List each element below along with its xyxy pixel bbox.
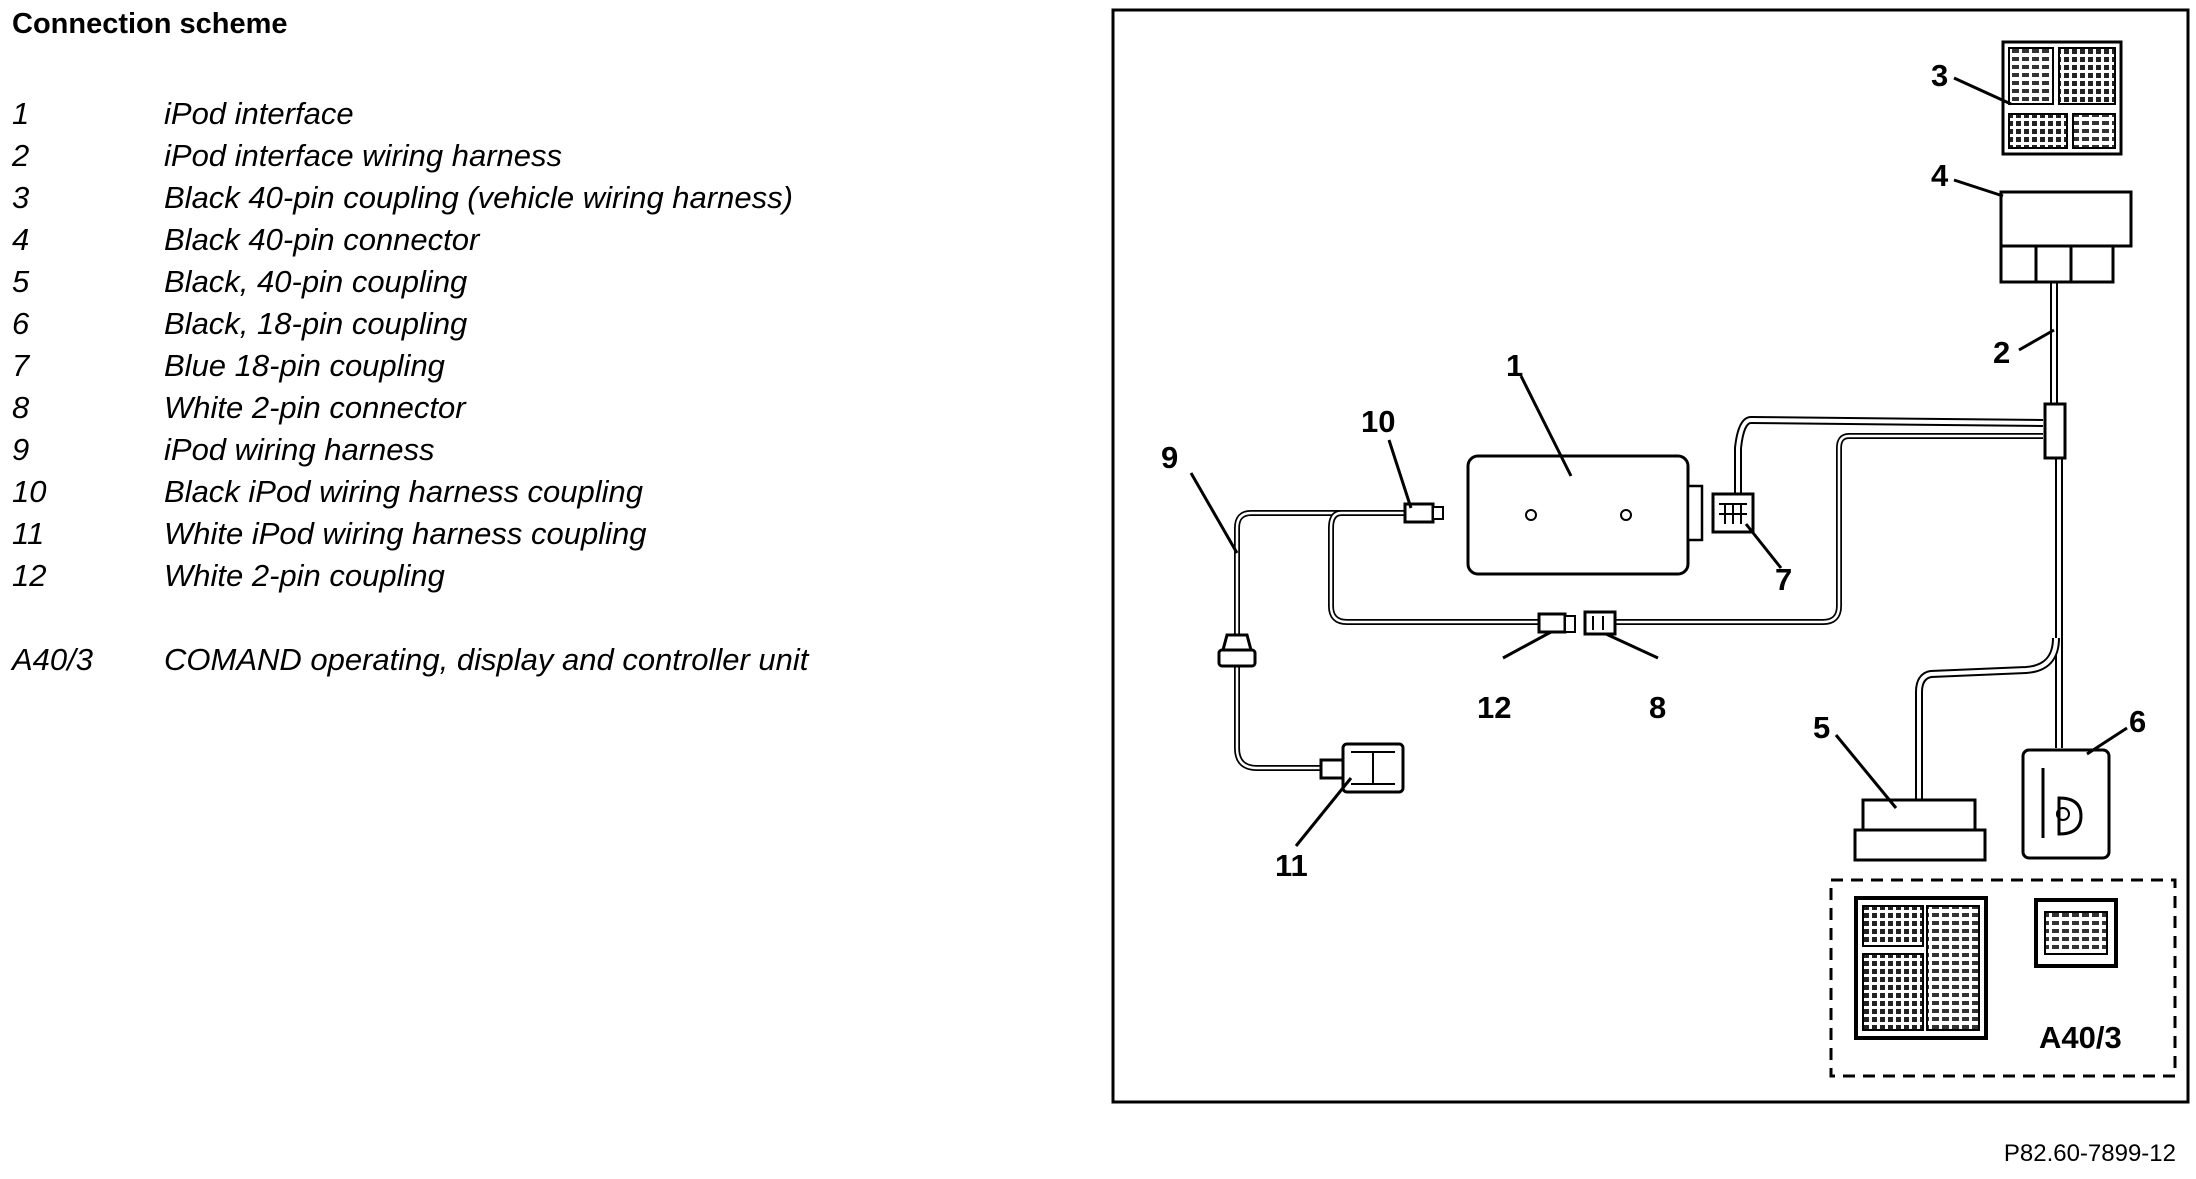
callout-9: 9 [1161,440,1178,475]
page-title: Connection scheme [12,8,288,40]
harness-2-junction [2043,402,2067,460]
callout-6: 6 [2129,704,2146,739]
callout-3: 3 [1931,58,1948,93]
vehicle-coupling-3 [2001,40,2123,156]
ipod-coupling-11 [1319,742,1405,794]
coupling-5 [1853,798,1987,862]
figure-code: P82.60-7899-12 [2003,1140,2176,1167]
legend-item-unit: A40/3 COMAND operating, display and contr… [12,642,808,684]
legend-number: 2 [12,138,30,173]
legend-number: A40/3 [12,642,94,677]
ipod-coupling-10 [1403,502,1444,524]
callout-11: 11 [1275,848,1308,883]
callout-labels: 1 2 3 4 5 6 7 8 9 10 11 12 [1161,58,2146,883]
legend-text: White 2-pin coupling [164,558,445,593]
ipod-interface [1466,454,1704,576]
comand-unit-a40-3: A40/3 [1829,878,2177,1078]
legend-item: 3 Black 40-pin coupling (vehicle wiring h… [12,180,808,222]
callout-5: 5 [1813,710,1830,745]
legend-text: Black, 40-pin coupling [164,264,468,299]
callout-12: 12 [1477,690,1511,725]
legend-list: 1 iPod interface 2 iPod interface wiring h… [12,96,808,684]
legend-text: Black 40-pin coupling (vehicle wiring ha… [164,180,793,215]
legend-text: iPod wiring harness [164,432,435,467]
legend-text: Black, 18-pin coupling [164,306,468,341]
callout-10: 10 [1361,404,1395,439]
legend-number: 10 [12,474,47,509]
legend-number: 7 [12,348,30,383]
legend-item: 6 Black, 18-pin coupling [12,306,808,348]
coupling-6 [2021,748,2111,860]
legend-item: 7 Blue 18-pin coupling [12,348,808,390]
legend-number: 4 [12,222,30,257]
legend-item: 12 White 2-pin coupling [12,558,808,600]
callout-1: 1 [1506,348,1523,383]
legend-text: Black 40-pin connector [164,222,480,257]
legend-number: 1 [12,96,30,131]
legend-number: 8 [12,390,30,425]
legend-text: COMAND operating, display and controller… [164,642,809,677]
legend-number: 5 [12,264,30,299]
legend-number: 9 [12,432,30,467]
connector-8 [1583,610,1617,636]
callout-4: 4 [1931,158,1949,193]
wiring [1234,278,2063,800]
callout-8: 8 [1649,690,1666,725]
callout-7: 7 [1775,562,1792,597]
callout-2: 2 [1993,335,2010,370]
legend-item: 4 Black 40-pin connector [12,222,808,264]
connector-4 [1999,190,2133,284]
legend-text: Black iPod wiring harness coupling [164,474,644,509]
legend-number: 12 [12,558,47,593]
connection-diagram: A40/3 1 2 3 4 5 6 7 8 9 10 11 12 [1111,8,2190,1104]
legend-text: White 2-pin connector [164,390,466,425]
legend-item: 10 Black iPod wiring harness coupling [12,474,808,516]
legend-item: 2 iPod interface wiring harness [12,138,808,180]
legend-text: Blue 18-pin coupling [164,348,445,383]
legend-number: 6 [12,306,30,341]
legend-text: iPod interface [164,96,354,131]
legend-item: 11 White iPod wiring harness coupling [12,516,808,558]
harness-9-inline-plug [1217,633,1257,668]
coupling-12 [1537,612,1576,634]
legend-item: 5 Black, 40-pin coupling [12,264,808,306]
unit-label: A40/3 [2039,1020,2122,1055]
legend-item: 1 iPod interface [12,96,808,138]
legend-text: iPod interface wiring harness [164,138,563,173]
legend-text: White iPod wiring harness coupling [164,516,647,551]
blue-coupling-7 [1711,492,1755,534]
legend-number: 3 [12,180,30,215]
legend-item: 9 iPod wiring harness [12,432,808,474]
legend-item: 8 White 2-pin connector [12,390,808,432]
legend-number: 11 [12,516,45,551]
leader-lines [1189,76,2128,847]
